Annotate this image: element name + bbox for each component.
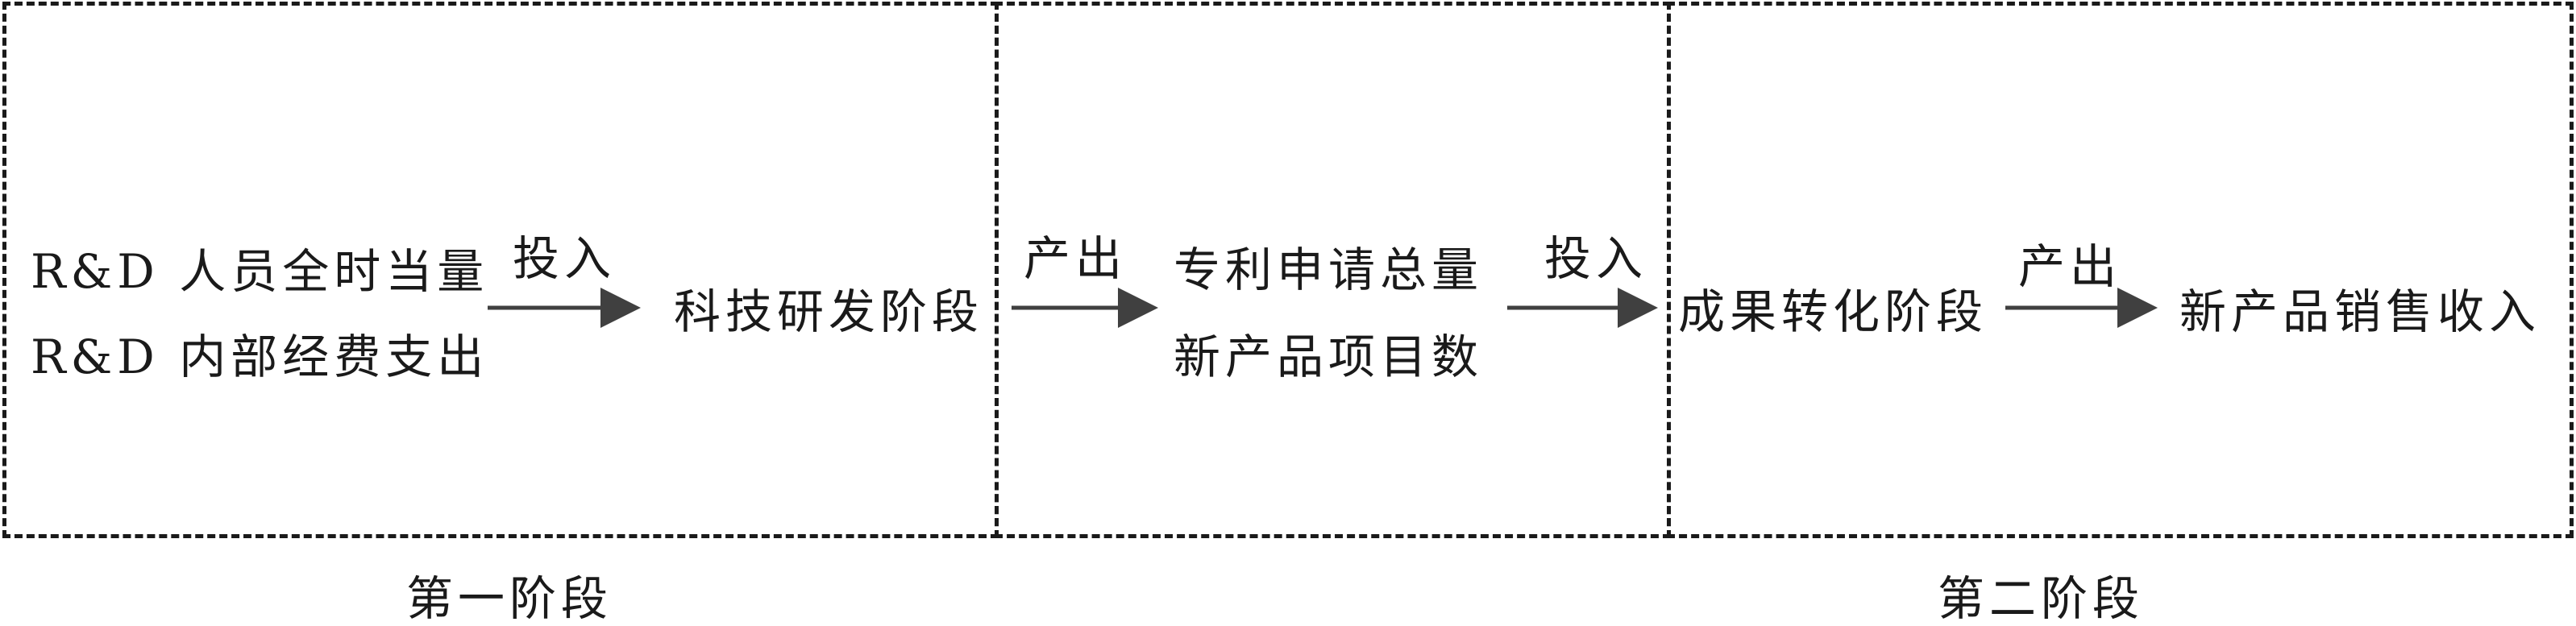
arrow-label-output-1: 产出 [1024,231,1128,286]
node-patent-applications: 专利申请总量 [1174,243,1484,297]
node-new-product-revenue: 新产品销售收入 [2179,284,2541,339]
arrow-label-output-2: 产出 [2018,239,2122,294]
stage-two-box [1667,2,2574,538]
input-rd-personnel: R&D 人员全时当量 [31,244,489,299]
node-rd-stage: 科技研发阶段 [674,284,984,339]
caption-stage-one: 第一阶段 [406,571,613,626]
input-rd-expenditure: R&D 内部经费支出 [31,330,489,384]
caption-stage-two: 第二阶段 [1938,571,2145,626]
node-transformation-stage: 成果转化阶段 [1678,284,1988,339]
node-new-product-projects: 新产品项目数 [1174,330,1484,384]
arrow-label-invest-1: 投入 [513,231,617,286]
arrow-label-invest-2: 投入 [1544,231,1648,286]
